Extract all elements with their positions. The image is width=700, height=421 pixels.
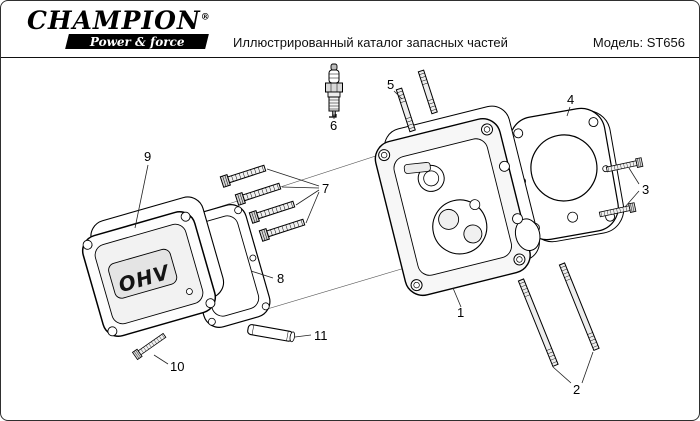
tagline-banner: Power & force	[65, 34, 209, 49]
callout-8: 8	[277, 271, 284, 286]
model-label: Модель: ST656	[592, 35, 685, 50]
callout-11: 11	[314, 328, 328, 343]
callout-7: 7	[322, 181, 329, 196]
part-dowel-pin	[247, 324, 296, 343]
leader-lines	[134, 90, 640, 384]
callout-6: 6	[330, 118, 337, 133]
part-valve-cover: OHV	[81, 196, 225, 337]
exploded-diagram: OHV	[81, 63, 649, 397]
callout-3: 3	[642, 182, 649, 197]
part-head-gasket	[509, 107, 625, 243]
champion-logo: CHAMPION® Power & force	[27, 8, 211, 49]
callouts: 1 2 3 4 5 6 7 8 9 10 11	[144, 77, 649, 397]
brand-wordmark: CHAMPION®	[27, 8, 211, 33]
callout-9: 9	[144, 149, 151, 164]
part-bolt-10	[132, 331, 168, 361]
part-studs-2	[517, 262, 600, 367]
part-cylinder-head	[374, 105, 541, 297]
tagline-text: Power & force	[89, 34, 185, 49]
catalog-title: Иллюстрированный каталог запасных частей	[233, 35, 508, 50]
callout-5: 5	[387, 77, 394, 92]
registered-mark: ®	[200, 12, 211, 23]
callout-4: 4	[567, 92, 574, 107]
brand-text: CHAMPION	[27, 6, 201, 35]
header: CHAMPION® Power & force Иллюстрированный…	[1, 1, 699, 58]
part-spark-plug	[325, 63, 343, 118]
callout-1: 1	[457, 305, 464, 320]
diagram-area: OHV	[1, 58, 699, 420]
callout-10: 10	[170, 359, 184, 374]
callout-2: 2	[573, 382, 580, 397]
